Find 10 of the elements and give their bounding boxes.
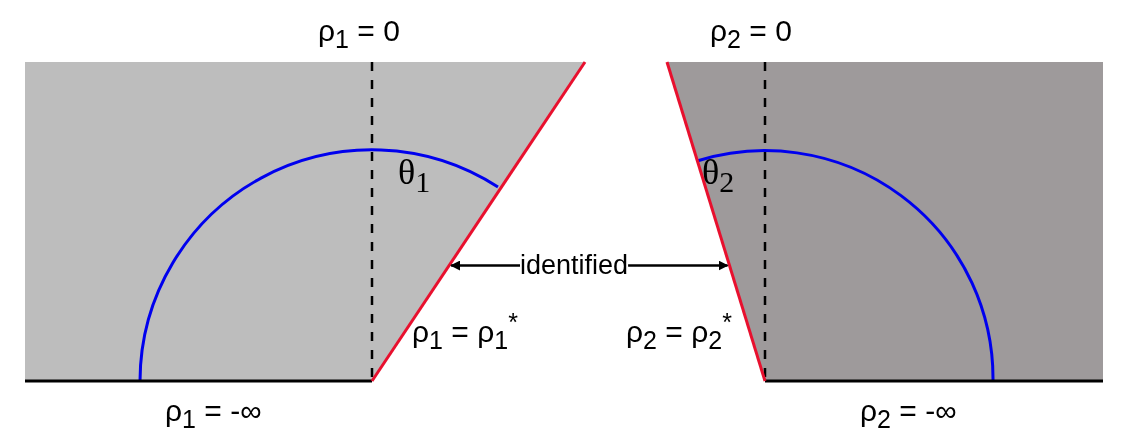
equation-label: ρ$_{2}$ = 0 (710, 16, 792, 52)
identified-label: identified (520, 252, 629, 279)
equation-label: ρ$_{1}$ = 0 (318, 16, 400, 52)
arrow (450, 260, 520, 271)
angle-label: θ$_{1}$ (398, 154, 431, 198)
arrow (628, 260, 729, 271)
equation-label: ρ$_{2}$ = -∞ (860, 396, 957, 432)
identified-edge-line (665, 61, 767, 382)
equation-label: ρ$_{1}$ = -∞ (165, 396, 262, 432)
angle-label: θ$_{2}$ (702, 154, 735, 198)
